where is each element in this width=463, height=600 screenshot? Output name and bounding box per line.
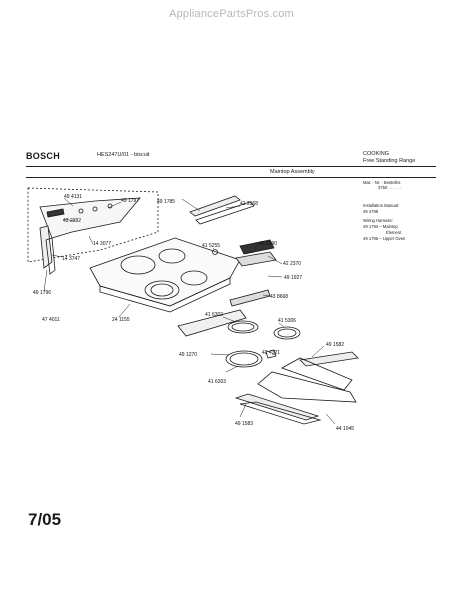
element-ring [231, 322, 255, 332]
wiring-harness-1: 49 1794 – Maintop [363, 224, 398, 229]
part-label: 42 2392 [63, 218, 81, 224]
part-label: 49 1582 [326, 342, 344, 348]
part-label: 24 1155 [112, 317, 130, 323]
part-label: 41 5255 [202, 243, 220, 249]
part-label: 49 1797 [121, 198, 139, 204]
bracket [235, 251, 277, 267]
category: COOKING [363, 151, 389, 157]
part-label: 44 1045 [336, 426, 354, 432]
bracket [239, 239, 275, 255]
burner-element-inner [150, 283, 174, 297]
trim-strip [195, 201, 255, 225]
control-panel [39, 197, 141, 239]
wiring-harness-label: Wiring Harness: [363, 218, 393, 223]
part-label: 42 2390 [259, 241, 277, 247]
part-label: 14 3747 [62, 256, 80, 262]
part-label: 49 4131 [64, 194, 82, 200]
part-label: 42 4321 [262, 350, 280, 356]
end-cap-left-2 [45, 237, 56, 275]
part-label: 49 1270 [179, 352, 197, 358]
side-trim [257, 371, 357, 403]
section-rule [26, 177, 436, 178]
model-number: HES247U/01 - biscuit [97, 152, 150, 158]
part-label: 47 4011 [42, 317, 60, 323]
wiring-harness-1b: Element [386, 230, 402, 235]
control-panel-outline [27, 187, 159, 263]
watermark: AppliancePartsPros.com [169, 8, 294, 20]
element-ring [273, 326, 301, 340]
maintop-front [99, 277, 231, 313]
clip [265, 349, 277, 359]
part-label: 41 6302 [205, 312, 223, 318]
part-label: 41 5306 [278, 318, 296, 324]
burner-element [120, 255, 156, 275]
side-trim [281, 357, 353, 391]
part-label: 49 1796 [33, 290, 51, 296]
trim-strip [189, 195, 241, 217]
front-trim [177, 309, 247, 337]
wiring-harness-2: 49 1795 – Upper Oven [363, 236, 406, 241]
front-rail-bottom [239, 401, 322, 425]
part-label: 43 8668 [270, 294, 288, 300]
knob [78, 208, 84, 214]
date-code: 7/05 [28, 510, 62, 529]
end-cap-left [39, 225, 53, 269]
side-rail [299, 351, 359, 367]
control-panel-badge [46, 208, 65, 218]
part-label: 42 2370 [283, 261, 301, 267]
element-ring [277, 328, 297, 338]
install-manual-value: 49 4798 [363, 209, 379, 214]
part-label: 49 1927 [284, 275, 302, 281]
burner-element [158, 248, 186, 264]
knob [92, 206, 98, 212]
element-ring [229, 352, 259, 366]
part-label: 49 1785 [157, 199, 175, 205]
header-rule [26, 166, 436, 167]
part-label: 14 3077 [93, 241, 111, 247]
part-label: 42 2368 [240, 201, 258, 207]
element-ring [225, 350, 263, 368]
burner-element [180, 270, 208, 286]
install-manual-label: Installation Manual: [363, 203, 400, 208]
brand-name: BOSCH [26, 151, 61, 161]
element-ring [227, 320, 259, 334]
hot-indicator [212, 249, 218, 255]
rear-support [229, 289, 271, 307]
product-type: Free Standing Range [363, 158, 416, 164]
part-label: 49 1583 [235, 421, 253, 427]
side-note-mat-value: 3750 . . . . . . [378, 185, 402, 190]
section-title: Maintop Assembly [270, 169, 315, 175]
burner-element [144, 280, 180, 300]
side-note-mat: Mat. - Nr. - Bestellnr. [363, 180, 402, 185]
part-label: 41 6303 [208, 379, 226, 385]
